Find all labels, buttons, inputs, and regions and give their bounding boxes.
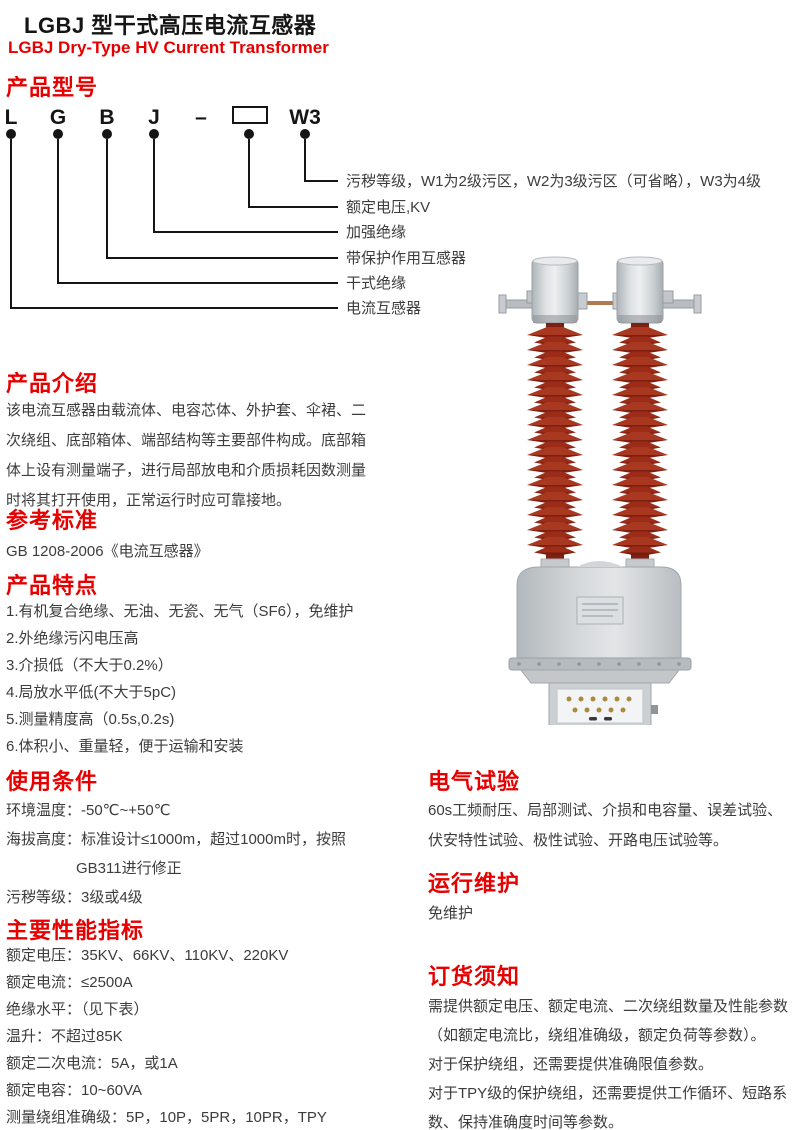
section-heading-model: 产品型号 (6, 75, 99, 100)
section-heading-performance: 主要性能指标 (6, 918, 145, 943)
performance-item: 温升：不超过85K (6, 1028, 123, 1045)
condition-line: 污秽等级：3级或4级 (6, 889, 143, 906)
model-letter-b: B (99, 106, 114, 129)
feature-item: 5.测量精度高（0.5s,0.2s) (6, 711, 175, 728)
model-label-voltage: 额定电压,KV (346, 199, 430, 216)
feature-item: 3.介损低（不大于0.2%） (6, 657, 173, 674)
model-letter-j: J (148, 106, 160, 129)
section-heading-features: 产品特点 (6, 573, 99, 598)
section-heading-maintenance: 运行维护 (428, 871, 521, 896)
model-dots (6, 129, 310, 139)
section-heading-tests: 电气试验 (428, 769, 521, 794)
section-heading-standard: 参考标准 (6, 508, 99, 533)
model-label-ct: 电流互感器 (346, 300, 421, 317)
feature-item: 4.局放水平低(不大于5pC) (6, 684, 177, 701)
primary-terminals (498, 290, 702, 314)
condition-line: 海拔高度：标准设计≤1000m，超过1000m时，按照 (6, 831, 346, 848)
model-voltage-box (232, 106, 268, 124)
maintenance-body: 免维护 (428, 905, 474, 922)
page-title: LGBJ 型干式高压电流互感器 (24, 13, 317, 38)
intro-body: 该电流互感器由载流体、电容芯体、外护套、伞裙、二次绕组、底部箱体、端部结构等主要… (6, 402, 367, 509)
model-leader-lines (10, 139, 338, 309)
head-housings (531, 256, 664, 324)
section-heading-conditions: 使用条件 (6, 769, 99, 794)
page-subtitle-en: LGBJ Dry-Type HV Current Transformer (8, 38, 329, 57)
section-heading-ordering: 订货须知 (428, 964, 521, 989)
model-label-insulation: 加强绝缘 (346, 224, 406, 241)
performance-item: 额定电流：≤2500A (6, 974, 133, 991)
ordering-paragraph: 对于保护绕组，还需要提供准确限值参数。 (428, 1056, 714, 1073)
model-designation-diagram: L G B J – W3 污秽等级，W1为2级污区，W2为3级污区（可省略），W… (5, 106, 761, 317)
condition-line-continued: GB311进行修正 (76, 860, 182, 877)
feature-item: 1.有机复合绝缘、无油、无瓷、无气（SF6），免维护 (6, 603, 354, 620)
model-letter-g: G (50, 106, 66, 129)
section-heading-intro: 产品介绍 (6, 371, 99, 396)
performance-item: 测量绕组准确级：5P，10P，5PR，10PR，TPY (6, 1109, 327, 1126)
performance-item: 额定电容：10~60VA (6, 1082, 143, 1099)
model-label-dry: 干式绝缘 (346, 275, 406, 292)
model-label-pollution: 污秽等级，W1为2级污区，W2为3级污区（可省略），W3为4级 (346, 172, 761, 190)
ordering-paragraph: 需提供额定电压、额定电流、二次绕组数量及性能参数（如额定电流比，绕组准确级，额定… (428, 998, 789, 1044)
performance-item: 额定电压：35KV、66KV、110KV、220KV (6, 947, 289, 964)
secondary-terminal-box (548, 682, 658, 725)
conditions-list: 环境温度：-50℃~+50℃ 海拔高度：标准设计≤1000m，超过1000m时，… (6, 796, 406, 912)
feature-item: 2.外绝缘污闪电压高 (6, 630, 139, 647)
features-list: 1.有机复合绝缘、无油、无瓷、无气（SF6），免维护 2.外绝缘污闪电压高 3.… (6, 598, 406, 760)
feature-item: 6.体积小、重量轻，便于运输和安装 (6, 738, 244, 755)
model-letter-w3: W3 (289, 106, 321, 129)
model-label-protective: 带保护作用互感器 (346, 250, 466, 267)
ordering-paragraphs: 需提供额定电压、额定电流、二次绕组数量及性能参数（如额定电流比，绕组准确级，额定… (428, 992, 800, 1130)
condition-line: 环境温度：-50℃~+50℃ (6, 802, 171, 819)
performance-item: 绝缘水平：（见下表） (6, 1001, 149, 1018)
performance-list: 额定电压：35KV、66KV、110KV、220KV 额定电流：≤2500A 绝… (6, 942, 416, 1130)
model-dash: – (195, 106, 207, 129)
insulator-columns (527, 323, 668, 570)
model-letter-l: L (5, 106, 18, 129)
standard-body: GB 1208-2006《电流互感器》 (6, 543, 209, 560)
ordering-paragraph: 对于TPY级的保护绕组，还需要提供工作循环、短路系数、保持准确度时间等参数。 (428, 1085, 788, 1130)
tests-body: 60s工频耐压、局部测试、介损和电容量、误差试验、伏安特性试验、极性试验、开路电… (428, 802, 783, 849)
performance-item: 额定二次电流：5A，或1A (6, 1055, 178, 1072)
product-photo-current-transformer (498, 256, 702, 725)
tank-housing (508, 561, 692, 684)
